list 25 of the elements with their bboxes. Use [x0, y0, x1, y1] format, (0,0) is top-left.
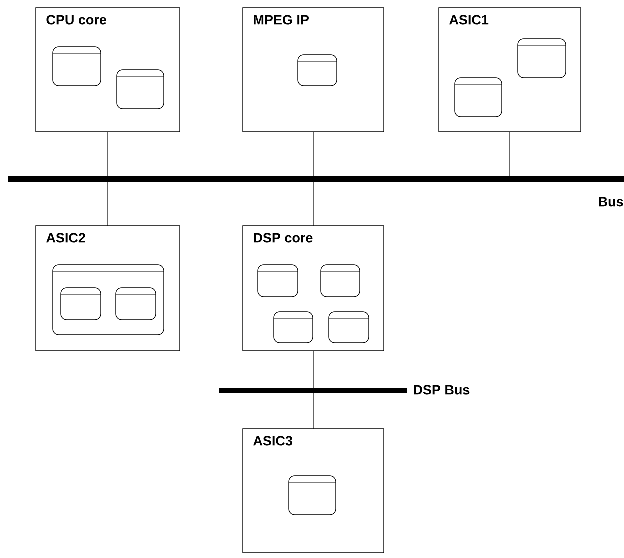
block-title: DSP core — [254, 233, 313, 243]
rounded-box — [454, 78, 502, 118]
connector-line — [313, 182, 314, 226]
bus-label: DSP Bus — [414, 385, 470, 395]
rounded-box — [258, 264, 298, 298]
block-title: ASIC2 — [46, 233, 86, 243]
rounded-box — [52, 264, 164, 336]
rounded-box — [60, 288, 102, 320]
rounded-box — [116, 288, 156, 320]
rounded-box — [320, 264, 360, 298]
bus-label: Bus — [599, 197, 624, 207]
rounded-box — [298, 54, 338, 86]
rounded-box — [288, 476, 336, 516]
connector-line — [313, 132, 314, 176]
rounded-box — [274, 312, 314, 344]
rounded-box — [52, 46, 102, 86]
block-title: ASIC3 — [254, 436, 292, 446]
block-title: CPU core — [46, 15, 106, 25]
connector-line — [313, 350, 314, 388]
rounded-box — [518, 38, 566, 78]
rounded-box — [328, 312, 370, 344]
connector-line — [313, 392, 314, 430]
block-title: MPEG IP — [254, 15, 309, 25]
rounded-box — [116, 70, 164, 110]
block-title: ASIC1 — [450, 15, 489, 25]
